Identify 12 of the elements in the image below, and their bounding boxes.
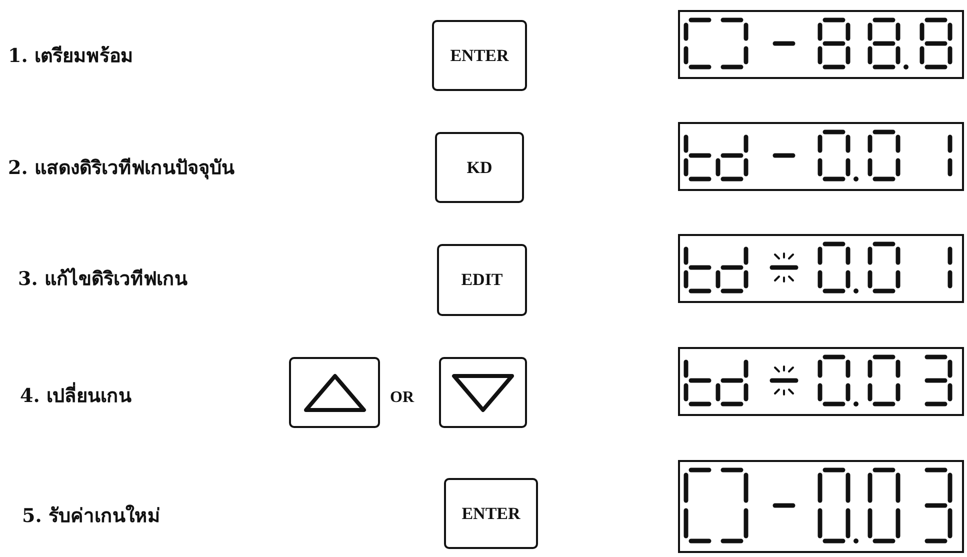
down-key	[439, 357, 527, 428]
or-text: OR	[390, 389, 414, 407]
step-label: 5. รับค่าเกนใหม่	[22, 504, 160, 529]
enter-key: ENTER	[444, 478, 538, 549]
step-label: 1. เตรียมพร้อม	[8, 44, 134, 69]
step-label: 3. แก้ไขดิริเวทีฟเกน	[18, 266, 188, 292]
step-label: 4. เปลี่ยนเกน	[20, 380, 132, 410]
enter-key: ENTER	[432, 20, 527, 91]
kd-key: KD	[435, 132, 524, 203]
edit-key: EDIT	[437, 244, 527, 316]
up-key	[289, 357, 380, 428]
step-label: 2. แสดงดิริเวทีฟเกนปัจจุบัน	[8, 156, 234, 182]
